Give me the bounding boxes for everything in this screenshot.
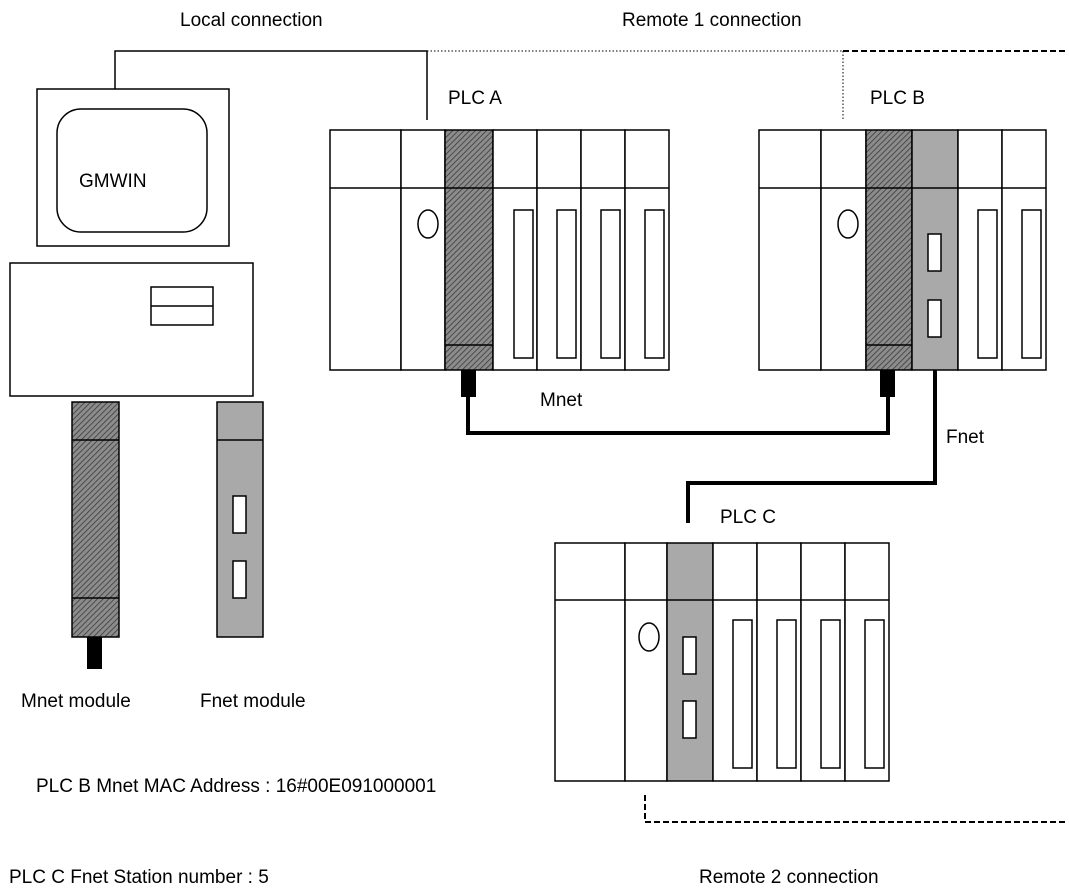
- remote2-connection-label: Remote 2 connection: [699, 867, 879, 888]
- remote1-connection-label: Remote 1 connection: [622, 10, 802, 31]
- monitor-screen: [56, 108, 208, 233]
- mnet-connector: [880, 370, 895, 397]
- fnet-module-label: Fnet module: [200, 691, 306, 712]
- mnet-label: Mnet: [540, 390, 583, 411]
- fnet-module-legend: [216, 401, 264, 638]
- plc-b-label: PLC B: [870, 88, 925, 109]
- mnet-connector: [461, 370, 476, 397]
- plc-a-rack: [329, 129, 670, 397]
- plc-c-label: PLC C: [720, 507, 776, 528]
- mnet-module-slot: [444, 129, 494, 371]
- station-number-note: PLC C Fnet Station number : 5: [9, 867, 269, 888]
- local-connection-label: Local connection: [180, 10, 323, 31]
- plc-c-rack: [554, 542, 890, 782]
- gmwin-label: GMWIN: [79, 171, 147, 192]
- computer-case: [9, 262, 254, 397]
- mac-address-note: PLC B Mnet MAC Address : 16#00E091000001: [36, 776, 436, 797]
- fnet-label: Fnet: [946, 427, 985, 448]
- mnet-cable: [466, 397, 890, 435]
- mnet-module-label: Mnet module: [21, 691, 131, 712]
- remote2-connection-line: [644, 795, 1066, 823]
- local-connection-line: [114, 50, 428, 120]
- plc-a-label: PLC A: [448, 88, 502, 109]
- mnet-module-slot: [865, 129, 913, 371]
- fnet-cable: [686, 370, 937, 523]
- plc-b-rack: [758, 129, 1047, 397]
- gmwin-computer: [9, 88, 254, 397]
- mnet-module-legend: [71, 401, 120, 669]
- remote1-connection-line: [427, 50, 1066, 120]
